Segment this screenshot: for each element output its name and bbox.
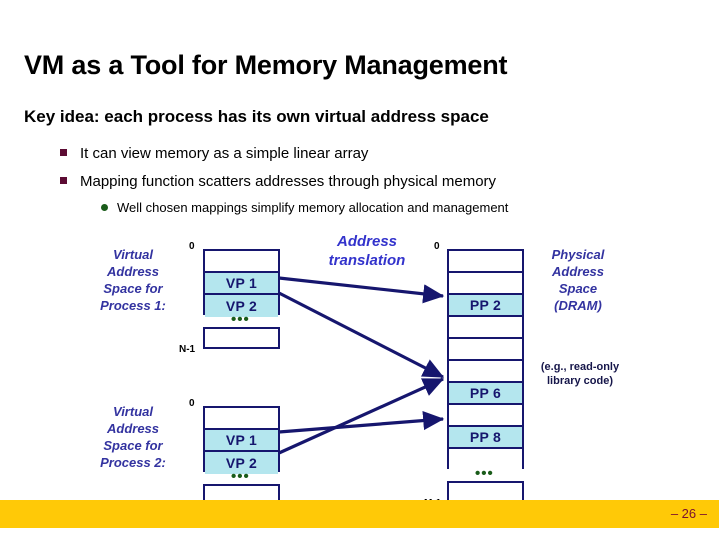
physical-memory-block: PP 2 PP 6 PP 8 (447, 249, 524, 471)
arrow-p2vp1-to-pp8 (278, 410, 445, 434)
process2-label-line-2: Address (106, 421, 160, 436)
arrow-p2vp2-to-pp6 (278, 377, 445, 455)
process2-label-line-3: Space for (103, 438, 163, 453)
process2-label-line-1: Virtual (113, 404, 153, 419)
physical-row-5 (449, 361, 522, 383)
process1-top-tick: 0 (189, 241, 195, 252)
process2-ellipsis: ••• (231, 468, 250, 485)
process1-label-line-2: Address (106, 264, 160, 279)
bullet-item-2: Mapping function scatters addresses thro… (60, 173, 496, 190)
physical-row-9 (449, 449, 522, 471)
process1-bottom-tick: N-1 (179, 344, 196, 355)
address-translation-line-2: translation (328, 252, 406, 269)
address-translation-line-1: Address (336, 233, 398, 250)
footer-bar (0, 500, 719, 528)
square-bullet-icon (60, 177, 67, 184)
process1-row-vp2: VP 2 (205, 295, 278, 317)
physical-row-4 (449, 339, 522, 361)
process1-label-line-1: Virtual (113, 247, 153, 262)
process2-row-vp2-label: VP 2 (225, 455, 258, 471)
physical-label-line-2: Address (551, 264, 605, 279)
physical-note-line-1: (e.g., read-only (540, 361, 620, 373)
bullet-item-3-label: Well chosen mappings simplify memory all… (117, 200, 509, 215)
physical-row-3 (449, 317, 522, 339)
arrow-p1vp1-to-pp2 (278, 276, 445, 304)
physical-row-pp8: PP 8 (449, 427, 522, 449)
address-translation-label: Address translation (312, 232, 422, 270)
process2-top-tick: 0 (189, 398, 195, 409)
process2-memory-block: VP 1 VP 2 (203, 406, 280, 474)
process1-memory-block: VP 1 VP 2 (203, 249, 280, 317)
physical-row-pp6-label: PP 6 (469, 385, 502, 401)
process2-row-vp1: VP 1 (205, 430, 278, 452)
process1-ellipsis: ••• (231, 311, 250, 328)
physical-row-pp2: PP 2 (449, 295, 522, 317)
process2-row-vp1-label: VP 1 (225, 432, 258, 448)
process1-label-line-4: Process 1: (100, 298, 166, 313)
process2-label: Virtual Address Space for Process 2: (78, 403, 188, 471)
key-idea-line: Key idea: each process has its own virtu… (24, 107, 489, 126)
bullet-item-1-label: It can view memory as a simple linear ar… (80, 145, 369, 162)
physical-ellipsis: ••• (475, 465, 494, 482)
process1-row-vp1: VP 1 (205, 273, 278, 295)
physical-label-line-4: (DRAM) (554, 298, 602, 313)
physical-note-line-2: library code) (546, 375, 614, 387)
physical-row-pp8-label: PP 8 (469, 429, 502, 445)
round-bullet-icon (101, 204, 108, 211)
square-bullet-icon (60, 149, 67, 156)
physical-row-pp6: PP 6 (449, 383, 522, 405)
physical-row-0 (449, 251, 522, 273)
physical-row-1 (449, 273, 522, 295)
arrow-p1vp2-to-pp6 (278, 291, 445, 379)
page-number: – 26 – (670, 506, 707, 521)
process2-label-line-4: Process 2: (100, 455, 166, 470)
bullet-item-3: Well chosen mappings simplify memory all… (101, 200, 508, 215)
physical-label-line-1: Physical (551, 247, 605, 262)
physical-row-pp2-label: PP 2 (469, 297, 502, 313)
bullet-item-1: It can view memory as a simple linear ar… (60, 145, 368, 162)
physical-note: (e.g., read-only library code) (525, 360, 635, 388)
physical-row-7 (449, 405, 522, 427)
process1-row-0 (205, 251, 278, 273)
page-title: VM as a Tool for Memory Management (24, 50, 508, 80)
process2-row-vp2: VP 2 (205, 452, 278, 474)
physical-label-line-3: Space (558, 281, 598, 296)
physical-top-tick: 0 (434, 241, 440, 252)
process1-label: Virtual Address Space for Process 1: (78, 246, 188, 314)
process1-tail-row (203, 327, 280, 349)
process1-row-vp2-label: VP 2 (225, 298, 258, 314)
process1-label-line-3: Space for (103, 281, 163, 296)
process1-row-vp1-label: VP 1 (225, 275, 258, 291)
physical-label: Physical Address Space (DRAM) (530, 246, 626, 314)
bullet-item-2-label: Mapping function scatters addresses thro… (80, 173, 497, 190)
process2-row-0 (205, 408, 278, 430)
